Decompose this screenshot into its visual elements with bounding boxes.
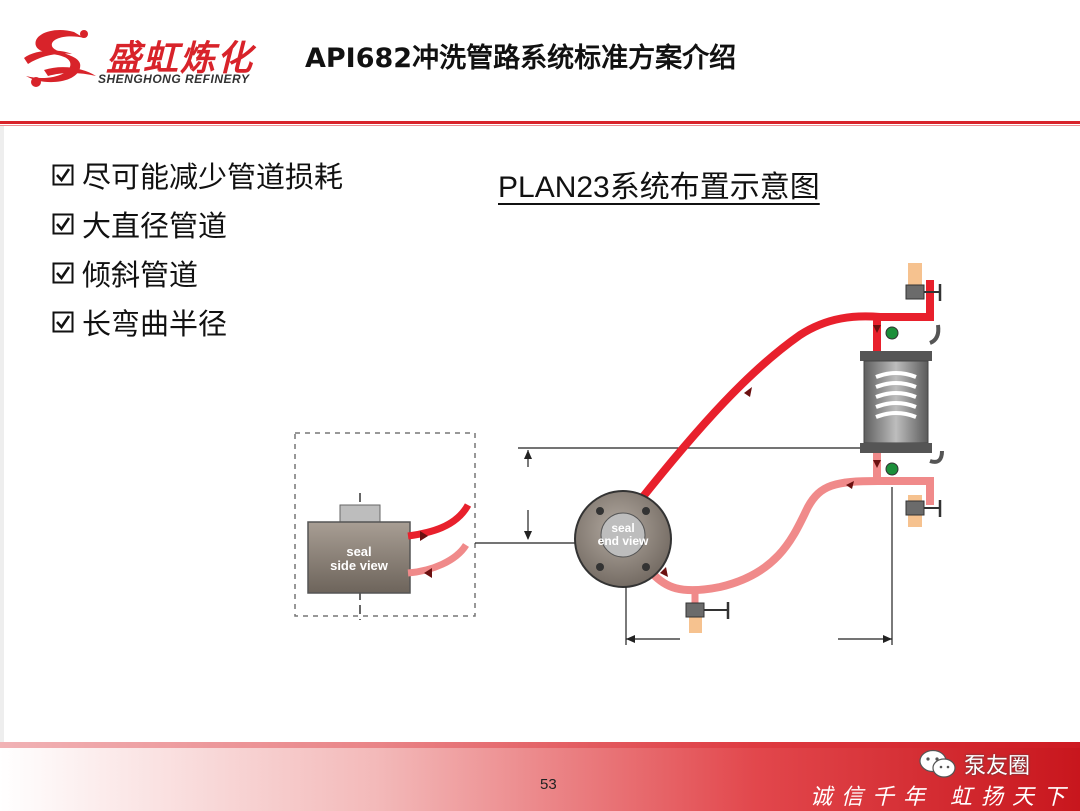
page-number: 53 — [540, 776, 557, 793]
cooler-bottom-nozzle — [873, 453, 934, 505]
checkbox-checked-icon — [52, 311, 74, 332]
header-divider-thin — [0, 125, 1080, 126]
flow-arrow — [420, 531, 428, 541]
checklist-item: 倾斜管道 — [52, 248, 343, 297]
hot-pipe — [634, 312, 881, 506]
footer-slogan: 诚信千年 虹扬天下 — [810, 785, 1074, 810]
page-title: API682冲洗管路系统标准方案介绍 — [305, 43, 737, 74]
end-view-label-line2: end view — [598, 534, 649, 548]
valve-icon — [685, 602, 730, 619]
watermark-text: 泵友圈 — [964, 754, 1031, 779]
seal-cooler — [860, 324, 944, 464]
header-divider — [0, 121, 1080, 124]
cool-pipe — [649, 477, 879, 595]
diagram-title: PLAN23系统布置示意图 — [498, 171, 820, 204]
logo-chinese-name: 盛虹炼化 — [106, 38, 255, 79]
footer-band — [0, 742, 1080, 811]
seal-end-view — [574, 490, 672, 588]
checklist-label: 大直径管道 — [82, 208, 228, 243]
side-view-frame — [294, 432, 476, 617]
valve-icon — [905, 284, 942, 301]
side-view-hot-pipe — [407, 503, 472, 540]
seal-side-view-shaft — [339, 504, 381, 524]
checklist-label: 尽可能减少管道损耗 — [82, 159, 344, 194]
watermark: 泵友圈 — [918, 748, 1030, 780]
checkbox-checked-icon — [52, 262, 74, 283]
side-view-cool-pipe — [407, 542, 469, 577]
side-view-label-line1: seal — [346, 544, 371, 559]
pressure-gauge-icon — [885, 326, 899, 340]
dimension-arrow — [883, 635, 892, 643]
flow-arrow — [744, 387, 752, 397]
dimension-arrow — [524, 450, 532, 459]
shenghong-logo-icon — [24, 29, 96, 87]
checklist-item: 长弯曲半径 — [52, 297, 343, 346]
seal-side-view-body — [307, 521, 411, 594]
flow-arrow — [873, 460, 881, 468]
dimension-arrow — [626, 635, 635, 643]
flow-arrow — [846, 481, 854, 489]
valve-icon — [905, 500, 942, 517]
left-edge-shadow — [0, 126, 4, 746]
pressure-gauge-icon — [885, 462, 899, 476]
checklist-label: 长弯曲半径 — [82, 306, 228, 341]
checklist-item: 大直径管道 — [52, 199, 343, 248]
checkbox-checked-icon — [52, 213, 74, 234]
logo-english-name: SHENGHONG REFINERY — [98, 72, 250, 86]
low-point-drain-stub — [689, 615, 702, 633]
flow-arrow — [660, 567, 668, 577]
flow-arrow — [873, 325, 881, 333]
plan23-diagram: seal side view — [294, 263, 944, 645]
slide-header: 盛虹炼化 SHENGHONG REFINERY API682冲洗管路系统标准方案… — [0, 0, 1080, 122]
end-view-label-line1: seal — [611, 521, 634, 535]
wechat-icon — [919, 749, 956, 778]
checklist-item: 尽可能减少管道损耗 — [52, 150, 343, 199]
side-view-label-line2: side view — [330, 558, 389, 573]
flow-arrow — [424, 568, 432, 578]
feature-checklist: 尽可能减少管道损耗 大直径管道 倾斜管道 长弯曲半径 — [52, 150, 343, 346]
dimension-arrow — [524, 531, 532, 540]
checklist-label: 倾斜管道 — [82, 257, 199, 292]
checkbox-checked-icon — [52, 164, 74, 185]
